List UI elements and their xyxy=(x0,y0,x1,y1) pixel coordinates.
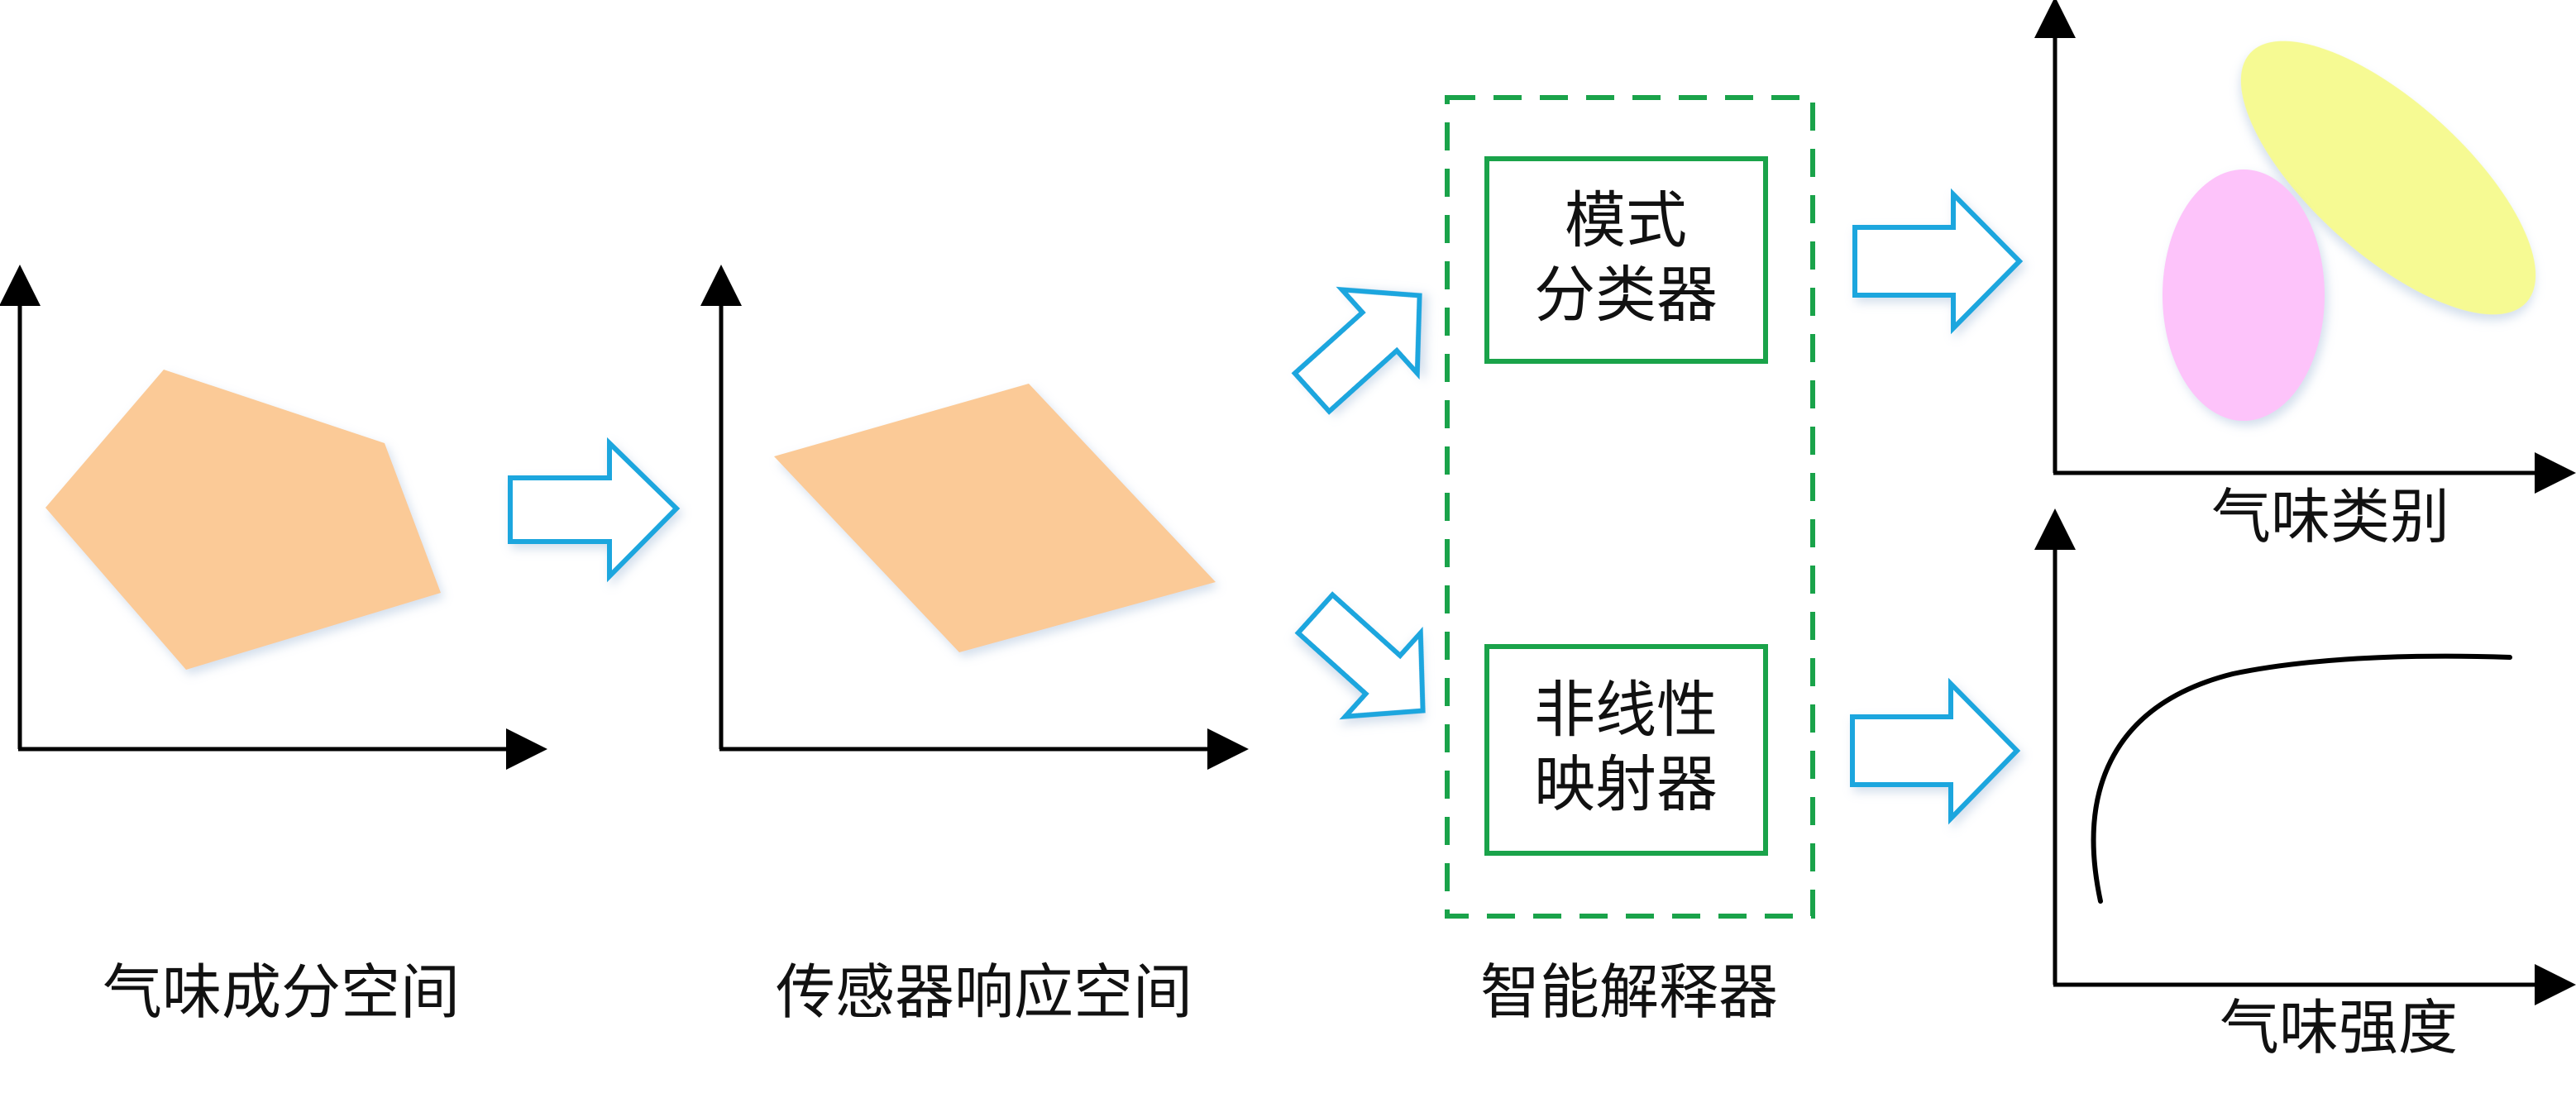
block-arrow-icon xyxy=(1852,188,2024,335)
flow-arrow-1 xyxy=(508,437,681,583)
nonlinear-mapper-box xyxy=(1484,644,1768,856)
caption-sensor-response-space: 传感器响应空间 xyxy=(776,957,1192,1027)
odor-component-space-panel: 气味成分空间 xyxy=(0,265,547,1027)
category-ellipse-pink xyxy=(2163,169,2325,421)
caption-odor-intensity: 气味强度 xyxy=(2220,993,2458,1062)
odor-intensity-panel: 气味强度 xyxy=(2034,508,2576,1062)
caption-odor-component-space: 气味成分空间 xyxy=(103,957,460,1027)
caption-odor-category: 气味类别 xyxy=(2211,482,2449,551)
pattern-classifier-label-line2: 分类器 xyxy=(1534,260,1718,331)
block-arrow-icon xyxy=(508,437,681,583)
sensor-response-space-panel: 传感器响应空间 xyxy=(700,265,1249,1027)
flow-arrow-down-right xyxy=(1294,591,1426,720)
nonlinear-mapper-label-line2: 映射器 xyxy=(1534,749,1718,820)
flow-arrow-to-category xyxy=(1852,188,2024,335)
odor-category-panel: 气味类别 xyxy=(2034,0,2576,551)
flow-arrow-to-intensity xyxy=(1850,677,2021,825)
pattern-classifier-label-line1: 模式 xyxy=(1565,185,1687,256)
block-arrow-icon xyxy=(1850,677,2021,825)
pattern-classifier-box xyxy=(1484,156,1768,364)
odor-component-shape xyxy=(45,370,441,670)
caption-intelligent-interpreter: 智能解释器 xyxy=(1480,957,1778,1027)
flow-arrow-up-right xyxy=(1291,286,1422,415)
block-arrow-icon xyxy=(1291,286,1422,415)
category-ellipse-yellow xyxy=(2240,41,2536,315)
block-arrow-icon xyxy=(1294,591,1426,720)
sensor-response-shape xyxy=(774,384,1216,652)
nonlinear-mapper-label-line1: 非线性 xyxy=(1534,675,1718,746)
intensity-curve xyxy=(2091,653,2512,904)
interpreter-dashed-frame xyxy=(1445,95,1815,919)
intelligent-interpreter: 模式 分类器 非线性 映射器 智能解释器 xyxy=(1445,95,1815,1027)
